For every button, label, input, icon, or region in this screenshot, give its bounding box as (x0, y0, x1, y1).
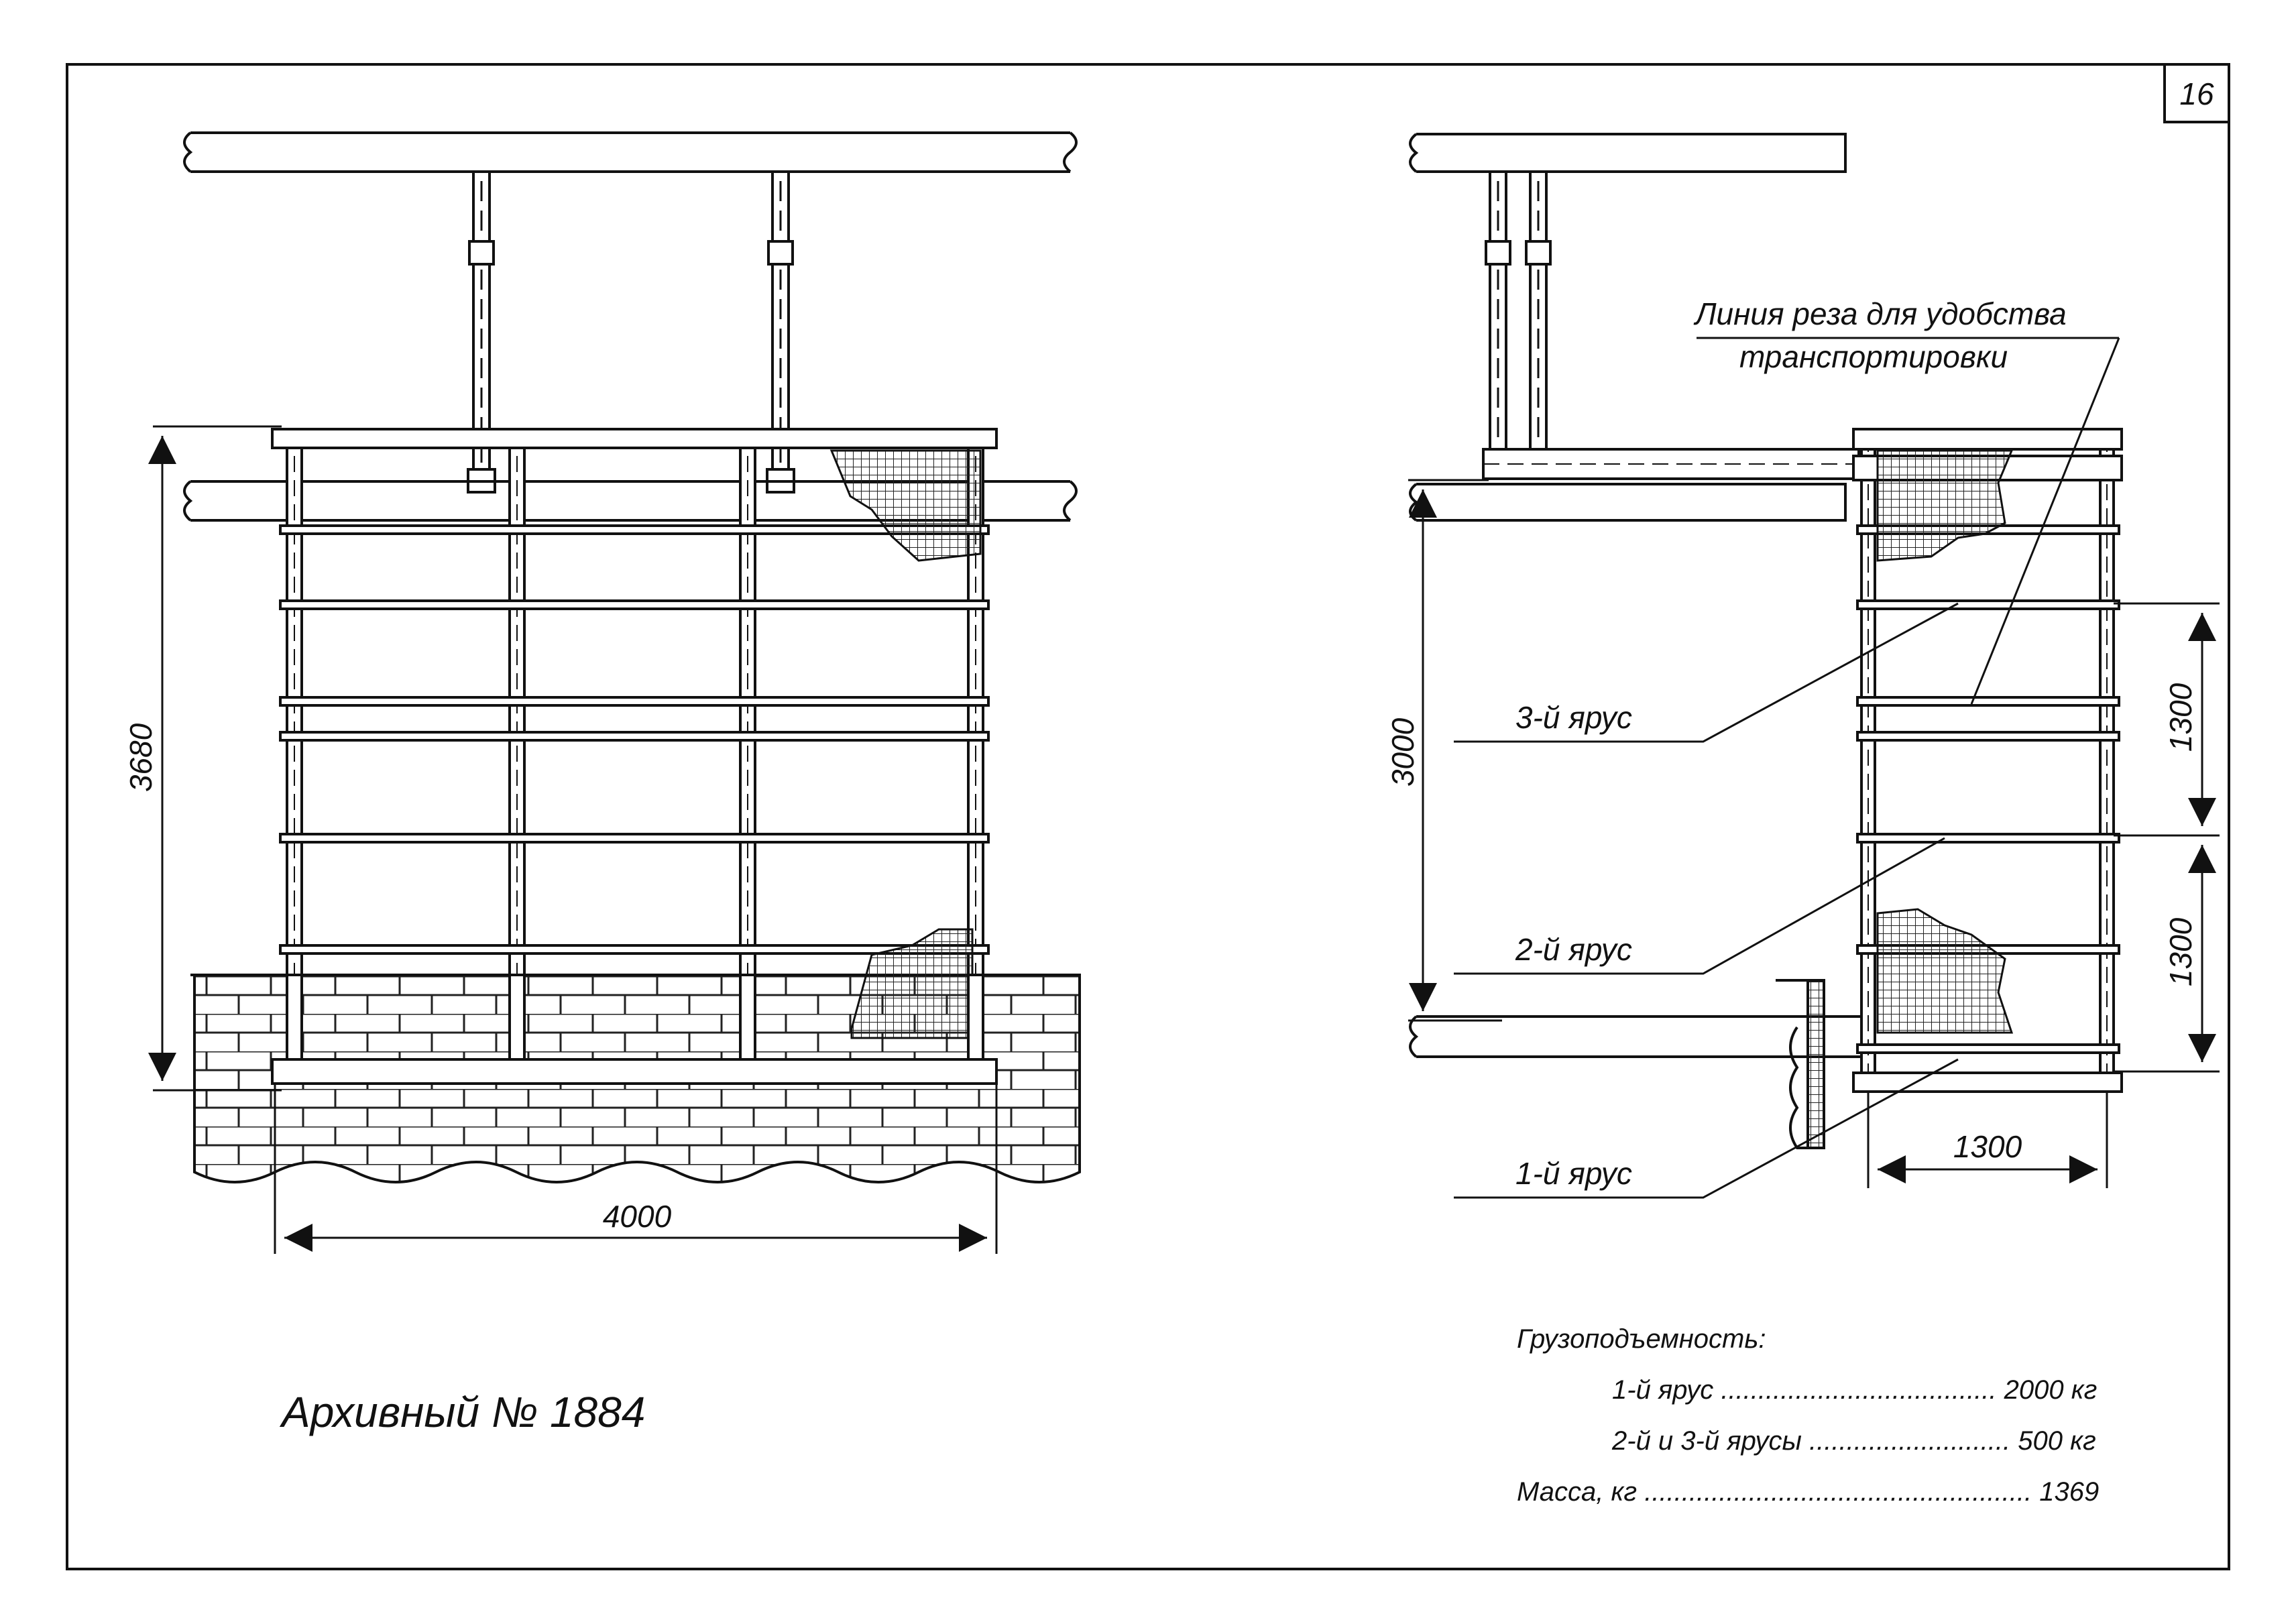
side-mesh-top (1876, 449, 2014, 562)
front-floor-beam (183, 480, 1078, 522)
cut-line-label-2: транспортировки (1739, 339, 2008, 374)
specs-block: Грузоподъемность: 1-й ярус .............… (1517, 1324, 2099, 1507)
page-number: 16 (2179, 76, 2214, 111)
side-lower-slab (1409, 1015, 1866, 1058)
side-depth-value: 1300 (1953, 1129, 2022, 1164)
front-mesh-top (829, 449, 982, 562)
front-base-plinth (271, 1058, 998, 1085)
cut-line (1970, 337, 2120, 705)
front-mesh-bottom (850, 928, 974, 1039)
side-ceiling-beam (1409, 133, 1847, 173)
tier1-label: 1-й ярус (1515, 1156, 1632, 1191)
tier-leaders (1454, 602, 1959, 1199)
cut-line-label-1: Линия реза для удобства (1693, 296, 2067, 331)
side-mesh-bottom (1876, 908, 2014, 1034)
side-view (1409, 133, 2123, 1149)
front-width-dimension (274, 1085, 998, 1254)
front-top-cap (271, 428, 998, 449)
tier3-label: 3-й ярус (1515, 700, 1632, 735)
specs-row-2: 2-й и 3-й ярусы ........................… (1611, 1426, 2096, 1456)
side-upper-step-value: 1300 (2163, 683, 2198, 752)
side-depth-dimension (1867, 1093, 2108, 1188)
front-width-value: 4000 (603, 1199, 672, 1234)
front-height-value: 3680 (123, 723, 158, 792)
side-upper-slab (1409, 483, 1847, 522)
specs-row-3: Масса, кг ..............................… (1517, 1477, 2099, 1507)
specs-row-1: 1-й ярус ...............................… (1612, 1375, 2097, 1405)
side-height-dimension (1408, 479, 1502, 1022)
page-number-box: 16 (2163, 63, 2230, 123)
specs-heading: Грузоподъемность: (1517, 1324, 1766, 1354)
side-top-cap (1852, 428, 2123, 451)
side-height-value: 3000 (1385, 717, 1420, 787)
front-ceiling-beam (183, 131, 1078, 173)
front-rails (279, 524, 990, 1054)
side-wall (1776, 979, 1825, 1149)
side-step-dimensions (2114, 602, 2220, 1073)
front-view (183, 131, 1081, 1183)
sheet-border (66, 63, 2230, 1570)
side-lower-step-value: 1300 (2163, 917, 2198, 986)
front-height-dimension (148, 425, 282, 1092)
side-wall-lining (1806, 979, 1825, 1149)
tier2-label: 2-й ярус (1515, 932, 1632, 967)
archive-label: Архивный № 1884 (279, 1388, 645, 1436)
